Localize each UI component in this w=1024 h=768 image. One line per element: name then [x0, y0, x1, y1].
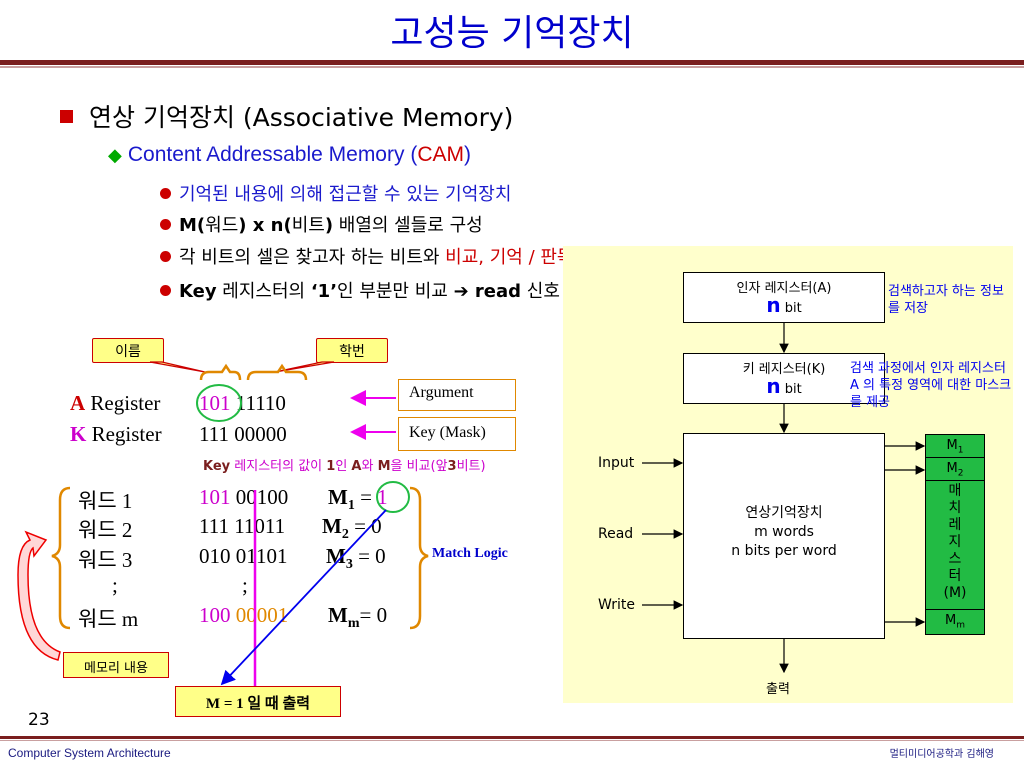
bullet-key-register: Key 레지스터의 ‘1’인 부분만 비교 ➔ read 신호	[160, 277, 560, 303]
bullet-associative-memory: 연상 기억장치 (Associative Memory)	[60, 98, 513, 134]
footer-author: 멀티미디어공학과 김해영	[889, 749, 994, 760]
read-label: Read	[598, 526, 634, 542]
word-row-2-match: M2 = 0	[322, 514, 382, 543]
key-register-box: 키 레지스터(K) n bit	[683, 353, 885, 404]
footer-course-name: Computer System Architecture	[8, 746, 171, 760]
square-bullet-icon	[60, 110, 73, 123]
id-tag-pointer	[274, 361, 335, 373]
word-row-m-name: 워드 m	[78, 607, 139, 631]
bullet-cam: ◆Content Addressable Memory (CAM)	[108, 143, 471, 166]
bullet-array-structure: M(워드) x n(비트) 배열의 셀들로 구성	[160, 211, 483, 237]
a-register-value: 101 11110	[199, 391, 286, 415]
word-row-3-match: M3 = 0	[326, 544, 386, 573]
write-label: Write	[598, 597, 635, 613]
left-brace	[51, 486, 71, 630]
word-row-1-match: M1 = 1	[328, 485, 388, 514]
right-brace	[409, 486, 429, 630]
k-register-label: K Register	[70, 422, 162, 446]
word-row-m-match: Mm= 0	[328, 603, 388, 632]
bullet-content-access: 기억된 내용에 의해 접근할 수 있는 기억장치	[160, 180, 511, 206]
match-cell-m2: M2	[926, 458, 984, 481]
memory-content-label: 메모리 내용	[63, 652, 169, 678]
name-field-bracket	[199, 363, 242, 381]
match-register: M1 M2 매치레지스터 (M) Mm	[925, 434, 985, 635]
footer-divider-shadow	[0, 740, 1024, 741]
name-tag: 이름	[92, 338, 164, 363]
circle-bullet-icon	[160, 188, 171, 199]
word-row-ellipsis-bits: ;	[242, 573, 248, 597]
circle-bullet-icon	[160, 251, 171, 262]
match-cell-mm: Mm	[945, 613, 965, 631]
diamond-bullet-icon: ◆	[108, 145, 122, 165]
k-register-value: 111 00000	[199, 422, 287, 446]
input-label: Input	[598, 455, 635, 471]
associative-memory-box: 연상기억장치 m words n bits per word	[683, 433, 885, 639]
word-row-3-name: 워드 3	[78, 548, 133, 572]
word-row-1-name: 워드 1	[78, 489, 133, 513]
match-cell-m1: M1	[926, 435, 984, 458]
key-mask-box: Key (Mask)	[398, 417, 516, 451]
output-when-match-label: M = 1 일 때 출력	[175, 686, 341, 717]
m1-output-arrow	[220, 509, 387, 686]
m1-highlight	[376, 481, 410, 513]
page-number: 23	[28, 710, 50, 730]
argument-box: Argument	[398, 379, 516, 411]
a-register-label: A Register	[70, 391, 161, 415]
word-row-1-bits: 101 00100	[199, 485, 289, 509]
id-field-bracket	[246, 363, 308, 381]
name-tag-pointer	[149, 361, 206, 373]
word-row-2-bits: 111 11011	[199, 514, 286, 538]
slide-title: 고성능 기억장치	[390, 13, 634, 54]
circle-bullet-icon	[160, 219, 171, 230]
a-field-highlight	[196, 384, 242, 422]
title-divider-shadow	[0, 66, 1024, 68]
memory-curve-arrow	[17, 530, 61, 661]
match-register-label: 매치레지스터 (M)	[926, 481, 984, 610]
output-label: 출력	[766, 682, 790, 697]
key-register-note: 검색 과정에서 인자 레지스터 A 의 특정 영역에 대한 마스크를 제공	[850, 361, 1012, 410]
title-divider	[0, 60, 1024, 65]
footer-divider	[0, 736, 1024, 739]
right-arrow-icon: ➔	[453, 281, 469, 302]
match-logic-label: Match Logic	[432, 546, 508, 561]
word-row-ellipsis-name: ;	[112, 573, 118, 597]
argument-register-box: 인자 레지스터(A) n bit	[683, 272, 885, 323]
argument-register-note: 검색하고자 하는 정보를 저장	[888, 284, 1004, 316]
id-tag: 학번	[316, 338, 388, 363]
word-row-2-name: 워드 2	[78, 518, 133, 542]
compare-note: Key 레지스터의 값이 1인 A와 M을 비교(앞3비트)	[203, 459, 486, 474]
word-row-3-bits: 010 01101	[199, 544, 288, 568]
circle-bullet-icon	[160, 285, 171, 296]
